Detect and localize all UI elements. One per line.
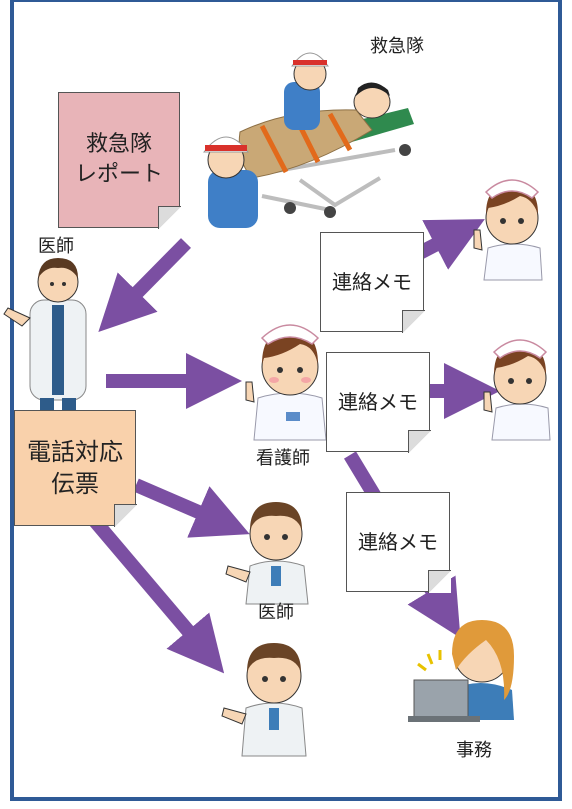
- nurse-right-illustration: [483, 339, 551, 441]
- contact-memo-1: 連絡メモ: [320, 232, 425, 333]
- label-doctor-main: 医師: [38, 236, 74, 257]
- note-fold-icon: [402, 310, 425, 333]
- stretcher-wheel-icon: [399, 144, 411, 156]
- contact-memo-2: 連絡メモ: [326, 352, 431, 453]
- doctor-bottom-illustration: [221, 643, 307, 757]
- phone-slip-note: 電話対応 伝票: [14, 410, 137, 527]
- nurse-center-illustration: [245, 324, 327, 441]
- phone-slip-line2: 伝票: [51, 470, 99, 498]
- note-fold-icon: [114, 504, 137, 527]
- ems-member-body: [284, 82, 320, 130]
- arrow-slip-to-doctor-bottom: [88, 515, 225, 674]
- laptop-icon: [413, 679, 469, 719]
- contact-memo-3-text: 連絡メモ: [358, 529, 438, 554]
- label-office: 事務: [456, 740, 492, 761]
- ems-report-line2: レポート: [74, 162, 163, 187]
- office-staff-illustration: [408, 620, 514, 722]
- contact-memo-1-text: 連絡メモ: [332, 269, 412, 294]
- alert-lines-icon: [417, 650, 442, 672]
- note-fold-icon: [408, 430, 431, 453]
- nurse-cap-icon: [484, 179, 540, 199]
- doctor-sub-illustration: [225, 502, 309, 605]
- label-ems-team: 救急隊: [370, 36, 424, 57]
- stretcher-wheel-icon: [324, 206, 336, 218]
- contact-memo-3: 連絡メモ: [346, 492, 451, 593]
- label-nurse: 看護師: [256, 448, 310, 469]
- ems-crew-illustration: [203, 52, 414, 228]
- doctor-hand-icon: [3, 307, 31, 327]
- arrow-slip-to-doctor-sub: [133, 478, 250, 538]
- phone-slip-line1: 電話対応: [27, 437, 123, 466]
- ems-report-note: 救急隊 レポート: [58, 92, 181, 229]
- ems-member-body: [208, 170, 258, 228]
- label-doctor-sub: 医師: [258, 602, 294, 623]
- contact-memo-2-text: 連絡メモ: [338, 389, 418, 414]
- ems-report-line1: 救急隊: [85, 132, 152, 158]
- note-fold-icon: [158, 206, 181, 229]
- arrow-ems-to-doctor: [98, 238, 191, 332]
- nurse-top-illustration: [473, 179, 543, 281]
- nurse-cap-icon: [260, 324, 320, 345]
- note-fold-icon: [428, 570, 451, 593]
- stretcher-wheel-icon: [284, 202, 296, 214]
- nurse-cap-icon: [492, 339, 548, 359]
- diagram-frame: [10, 0, 562, 801]
- doctor-main-illustration: [3, 258, 87, 412]
